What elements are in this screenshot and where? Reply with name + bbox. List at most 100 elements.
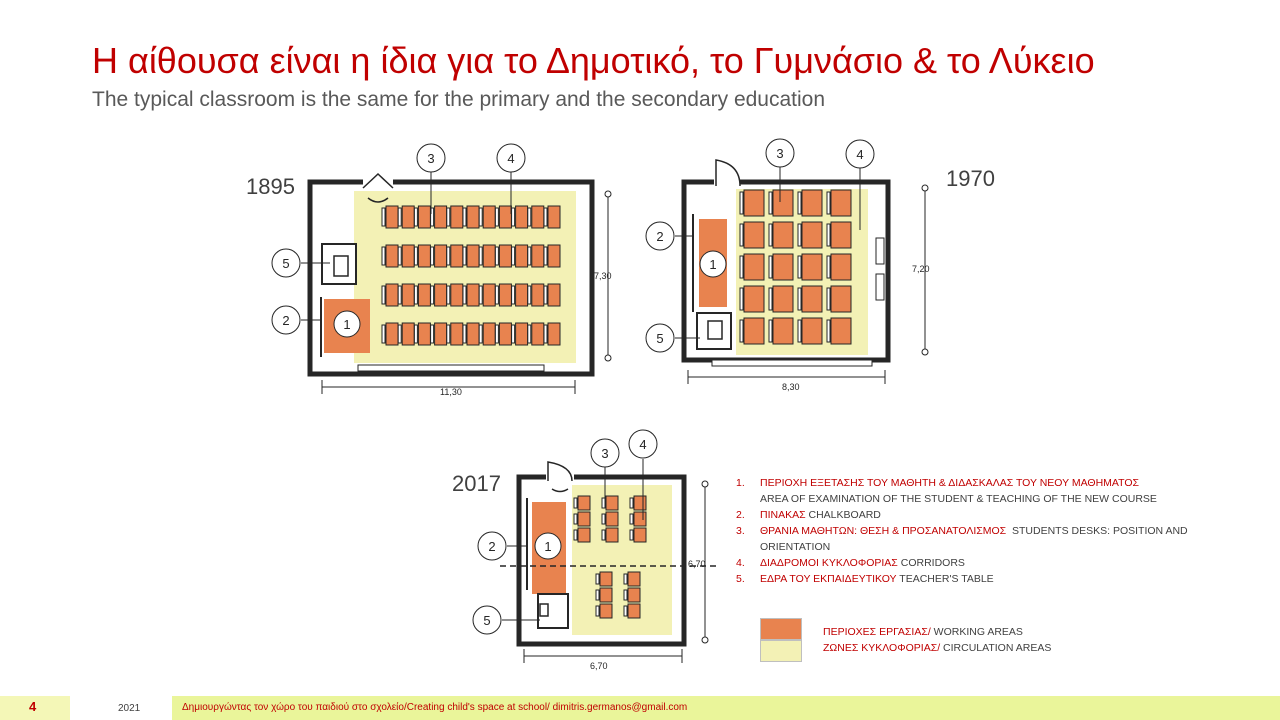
student-desk [772, 253, 794, 281]
plan-1970-windows [711, 359, 873, 367]
student-chair [430, 207, 435, 227]
plan-1895-teacher-chair [333, 255, 349, 277]
student-chair [797, 255, 802, 279]
student-desk [417, 205, 431, 229]
student-desk [401, 205, 415, 229]
plan-1895-width-label: 11,30 [440, 387, 462, 397]
student-desk [482, 283, 496, 307]
svg-text:4: 4 [507, 151, 514, 166]
student-chair [430, 324, 435, 344]
student-chair [527, 285, 532, 305]
student-desk [743, 189, 765, 217]
student-desk [801, 189, 823, 217]
plan-2017-width-label: 6,70 [590, 661, 608, 671]
student-desk [434, 205, 448, 229]
student-chair [573, 529, 578, 541]
student-chair [797, 223, 802, 247]
student-desk [498, 244, 512, 268]
student-desk [633, 527, 647, 543]
student-chair [826, 319, 831, 343]
student-chair [494, 246, 499, 266]
student-chair [511, 246, 516, 266]
student-chair [573, 513, 578, 525]
student-chair [511, 207, 516, 227]
student-chair [478, 207, 483, 227]
student-chair [797, 287, 802, 311]
student-desk [577, 527, 591, 543]
student-desk [417, 322, 431, 346]
student-chair [768, 255, 773, 279]
student-desk [385, 283, 399, 307]
svg-text:5: 5 [483, 613, 490, 628]
student-desk [577, 495, 591, 511]
student-chair [397, 207, 402, 227]
marker-1-plan-1970: 1 [699, 250, 727, 278]
student-chair [768, 287, 773, 311]
student-desk [772, 189, 794, 217]
student-desk [743, 253, 765, 281]
svg-text:2: 2 [282, 313, 289, 328]
svg-text:2: 2 [656, 229, 663, 244]
student-chair [629, 513, 634, 525]
student-desk [385, 244, 399, 268]
student-chair [739, 319, 744, 343]
student-desk [531, 205, 545, 229]
student-chair [629, 529, 634, 541]
legend-item-3-cont: ORIENTATION [760, 541, 831, 553]
student-desk [531, 244, 545, 268]
marker-1-plan-1895: 1 [333, 310, 361, 338]
student-chair [739, 223, 744, 247]
student-chair [413, 246, 418, 266]
student-desk [627, 603, 641, 619]
student-chair [478, 285, 483, 305]
student-desk [450, 322, 464, 346]
student-desk [385, 205, 399, 229]
student-desk [801, 317, 823, 345]
plan-1895-year: 1895 [246, 174, 295, 199]
student-chair [543, 324, 548, 344]
legend-item-4: 4.ΔΙΑΔΡΟΜΟΙ ΚΥΚΛΟΦΟΡΙΑΣ CORRIDORS [736, 557, 965, 569]
footer-bar: Δημιουργώντας τον χώρο του παιδιού στο σ… [172, 696, 1280, 720]
legend-item-1-en: AREA OF EXAMINATION OF THE STUDENT & TEA… [760, 493, 1157, 505]
student-desk [450, 205, 464, 229]
student-desk [401, 244, 415, 268]
student-desk [547, 322, 561, 346]
student-desk [830, 253, 852, 281]
student-chair [381, 207, 386, 227]
svg-text:2: 2 [488, 539, 495, 554]
student-chair [446, 246, 451, 266]
student-desk [515, 244, 529, 268]
student-desk [417, 283, 431, 307]
student-desk [498, 283, 512, 307]
marker-3-plan-1895: 3 [416, 143, 446, 173]
student-desk [482, 205, 496, 229]
student-chair [381, 285, 386, 305]
student-desk [515, 283, 529, 307]
legend-item-3: 3.ΘΡΑΝΙΑ ΜΑΘΗΤΩΝ: ΘΕΣΗ & ΠΡΟΣΑΝΑΤΟΛΙΣΜΟΣ… [736, 525, 1188, 537]
student-desk [599, 587, 613, 603]
student-chair [595, 589, 600, 601]
student-desk [515, 322, 529, 346]
student-chair [739, 191, 744, 215]
student-desk [466, 205, 480, 229]
svg-text:1: 1 [343, 317, 350, 332]
student-desk [801, 285, 823, 313]
marker-2-plan-1970: 2 [645, 221, 675, 251]
plan-1970-depth-label: 7,20 [912, 264, 930, 274]
marker-3-plan-1970: 3 [765, 138, 795, 168]
student-desk [498, 205, 512, 229]
svg-text:4: 4 [639, 437, 646, 452]
student-chair [739, 255, 744, 279]
student-chair [462, 246, 467, 266]
student-chair [511, 324, 516, 344]
svg-text:5: 5 [656, 331, 663, 346]
plan-1895-windows [357, 364, 545, 372]
student-desk [434, 244, 448, 268]
student-chair [430, 246, 435, 266]
plan-1895-door [362, 172, 394, 189]
student-chair [739, 287, 744, 311]
student-chair [446, 207, 451, 227]
student-desk [605, 495, 619, 511]
page-title: Η αίθουσα είναι η ίδια για το Δημοτικό, … [92, 40, 1095, 81]
student-desk [401, 283, 415, 307]
